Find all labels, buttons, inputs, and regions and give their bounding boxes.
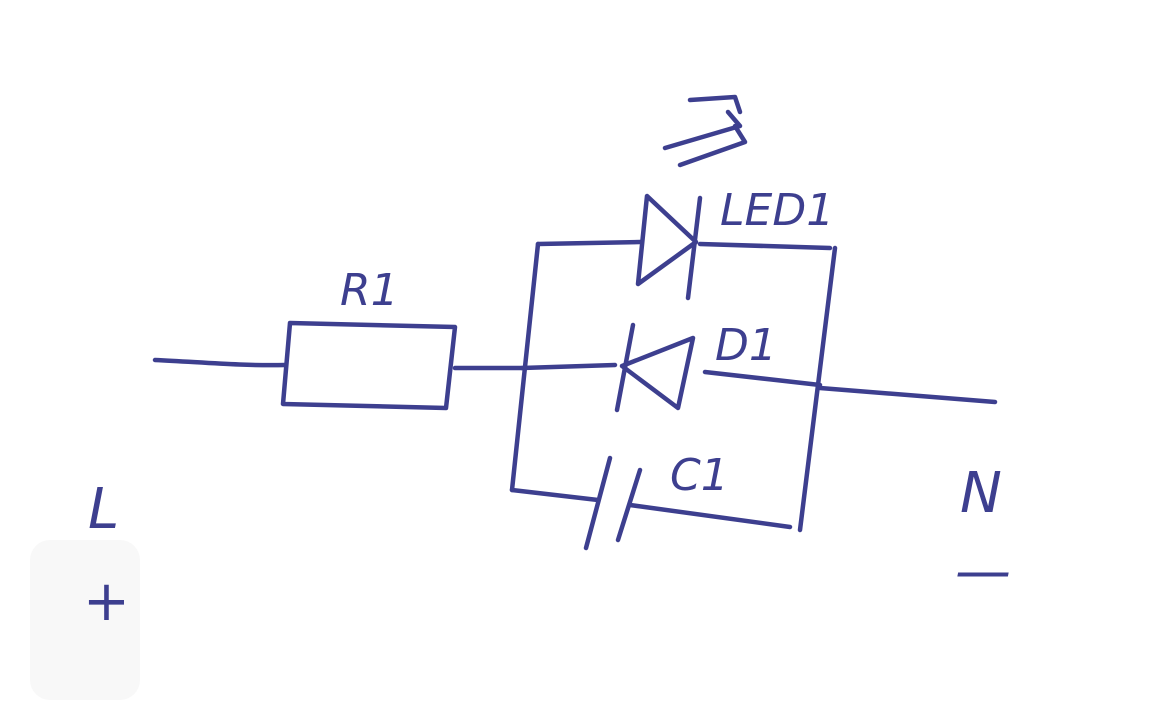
neutral-terminal-label: N xyxy=(960,461,1002,526)
capacitor-branch-left-wire xyxy=(509,487,601,503)
led-branch-left-wire xyxy=(535,239,643,247)
minus-sign-label: — xyxy=(955,539,1011,604)
capacitor-branch-right-wire xyxy=(627,502,793,530)
resistor-r1 xyxy=(280,320,458,411)
right-bus xyxy=(797,245,838,533)
line-terminal-label: L xyxy=(88,477,119,542)
plus-sign-label: + xyxy=(83,569,130,634)
input-wire xyxy=(152,357,288,368)
diode-branch-right-wire xyxy=(702,369,823,388)
diode-label: D1 xyxy=(715,320,777,371)
diode-symbol xyxy=(614,322,696,413)
led-light-arrows-icon xyxy=(662,94,748,168)
resistor-label: R1 xyxy=(340,265,399,316)
led-branch-right-wire xyxy=(697,241,833,251)
capacitor-label: C1 xyxy=(670,450,729,501)
led-label: LED1 xyxy=(720,185,834,236)
paper-smudges xyxy=(30,540,140,700)
diode-branch-left-wire xyxy=(519,362,618,371)
output-wire xyxy=(817,385,998,405)
led-symbol xyxy=(635,193,703,301)
